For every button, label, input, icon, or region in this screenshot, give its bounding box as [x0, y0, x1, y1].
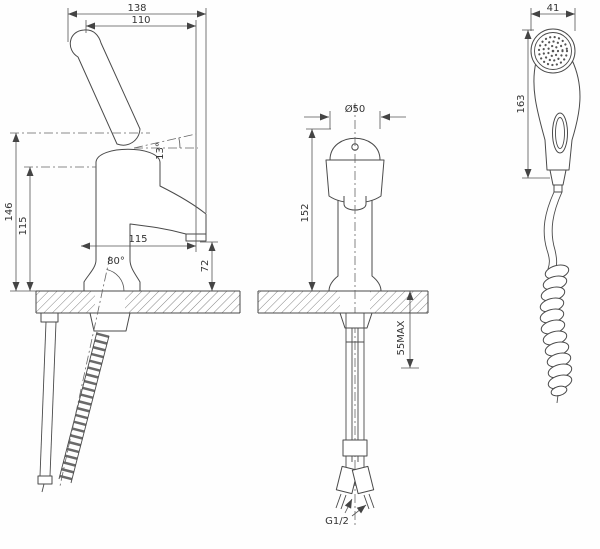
thread-size-label: G1/2 [325, 516, 349, 527]
faucet-body-spout [83, 148, 207, 292]
mounting-nut [89, 312, 131, 332]
side-spray-hose [58, 331, 110, 484]
lever-handle [69, 29, 141, 146]
front-dimensions: Ø50 152 55MAX G1/2 [300, 103, 419, 527]
dim-upper-length-label: 110 [131, 15, 150, 26]
dim-spray-width-label: 41 [547, 3, 560, 14]
side-mounting-hardware [89, 312, 131, 332]
right-hose-nut [351, 465, 375, 495]
front-locknut [339, 312, 373, 329]
sprayer-outline [530, 28, 581, 171]
dim-handle-angle-label: 13° [155, 142, 166, 160]
side-view: 138 110 146 115 115 72 1 [4, 3, 241, 493]
side-faucet-outline [69, 29, 207, 292]
front-view: Ø50 152 55MAX G1/2 [257, 103, 429, 527]
dim-height-total-label: 146 [4, 202, 15, 221]
dim-height-body-label: 115 [18, 216, 29, 235]
dim-front-height-label: 152 [300, 203, 311, 222]
sprayer-hose [539, 169, 573, 404]
side-supply-hose [37, 312, 59, 493]
spray-center-nozzle [551, 49, 555, 53]
dim-spout-clearance-label: 72 [200, 260, 211, 273]
dim-total-length-label: 138 [127, 3, 146, 14]
dim-spout-reach-label: 115 [128, 234, 147, 245]
dim-diameter-label: Ø50 [345, 103, 366, 115]
spray-view: 41 163 [516, 3, 581, 404]
sprayer-button [552, 112, 568, 154]
dim-deck-max-label: 55MAX [396, 320, 407, 355]
side-counter-section [35, 290, 241, 314]
side-dimensions: 138 110 146 115 115 72 1 [4, 3, 218, 487]
dim-spray-length-label: 163 [516, 94, 527, 113]
sprayer-connector [549, 169, 567, 186]
front-counter-section [257, 290, 429, 314]
hose-coil [539, 264, 573, 404]
front-supply-lines [335, 312, 375, 510]
dim-hose-angle-label: 80° [107, 256, 125, 267]
hose-coupling [342, 439, 368, 457]
spray-dimensions: 41 163 [516, 3, 576, 179]
